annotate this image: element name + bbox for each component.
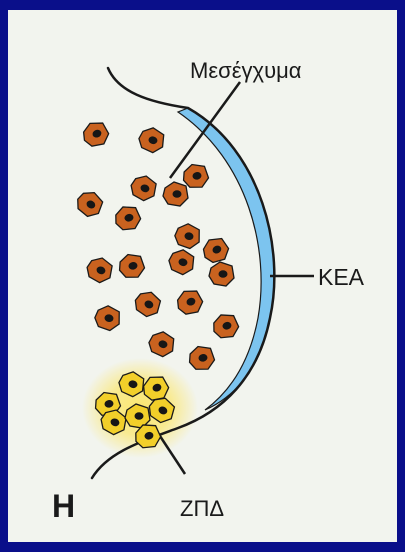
mesenchyme-cell — [84, 254, 116, 285]
panel-letter: Η — [52, 488, 75, 525]
mesenchyme-label: Μεσέγχυμα — [190, 58, 302, 84]
mesenchyme-cell — [187, 344, 216, 372]
mesenchyme-cell-nucleus — [219, 270, 228, 278]
mesenchyme-cell — [163, 182, 188, 206]
mesenchyme-cell — [73, 187, 107, 220]
mesenchyme-cell — [174, 287, 206, 318]
mesenchyme-cell — [166, 247, 196, 277]
mesenchyme-cell — [209, 262, 234, 286]
zpd-cell-nucleus — [135, 412, 144, 420]
mesenchyme-cell — [131, 288, 164, 320]
mesenchyme-cell — [80, 119, 112, 150]
mesenchyme-cell — [146, 329, 176, 359]
mesenchyme-cell-nucleus — [173, 190, 182, 198]
zpd-label: ΖΠΔ — [180, 496, 224, 522]
mesenchyme-cell — [112, 203, 142, 233]
mesenchyme-cell — [199, 234, 232, 266]
mesenchyme-cell — [173, 222, 202, 250]
mesenchyme-cell — [136, 125, 166, 155]
mesenchyme-cell — [93, 304, 122, 332]
mesenchyme-cell — [128, 172, 160, 203]
mesenchyme-cell — [117, 252, 146, 280]
kea-label: ΚΕΑ — [318, 264, 364, 291]
mesenchyme-cell — [210, 311, 240, 341]
